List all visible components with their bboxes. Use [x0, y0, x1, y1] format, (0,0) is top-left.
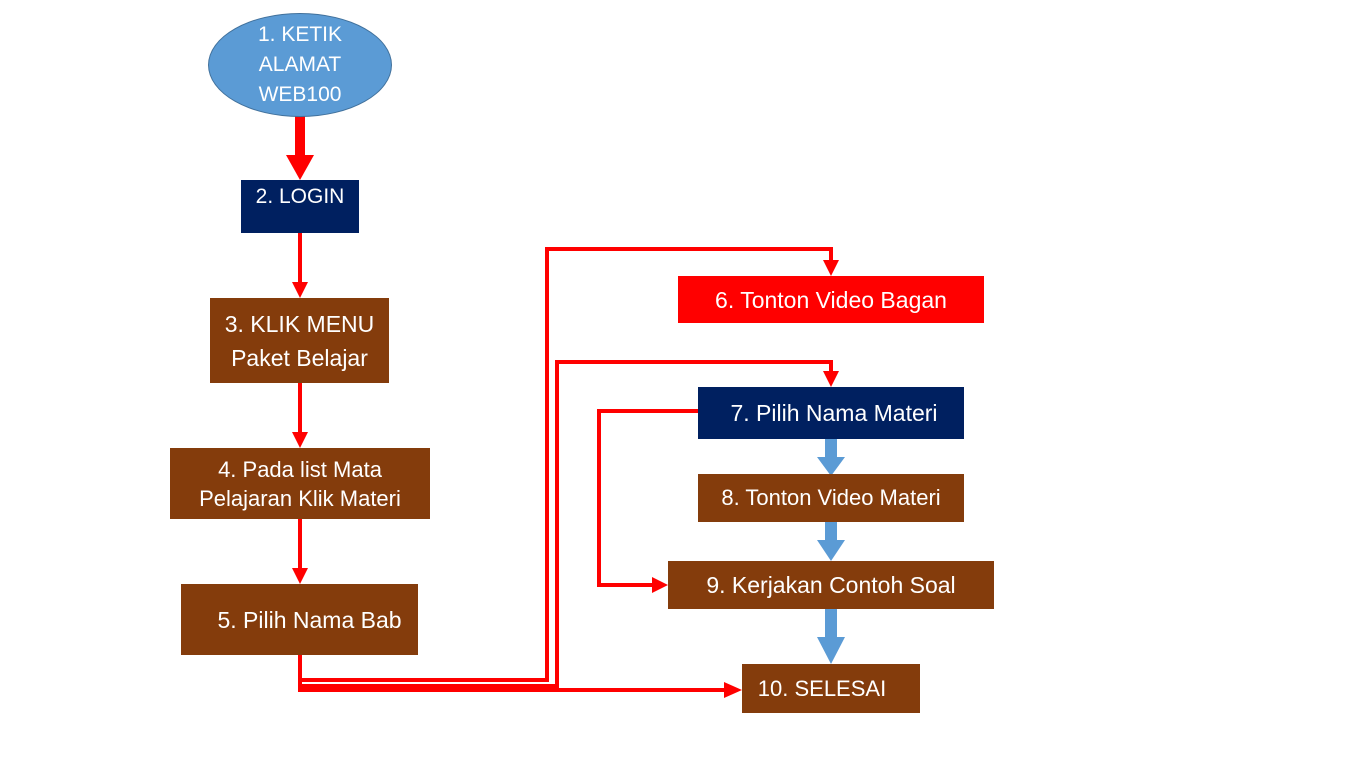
arrow-4-to-5 [292, 519, 308, 584]
arrow-5-to-7 [298, 360, 839, 688]
arrow-1-to-2 [286, 116, 314, 180]
arrow-7-to-8 [817, 439, 845, 476]
step-7-box: 7. Pilih Nama Materi [698, 387, 964, 439]
arrow-5-to-10 [298, 655, 742, 698]
arrow-2-to-3 [292, 233, 308, 298]
step-2-box: 2. LOGIN [241, 180, 359, 233]
step-9-box: 9. Kerjakan Contoh Soal [668, 561, 994, 609]
arrow-7-to-9 [597, 409, 698, 593]
arrow-3-to-4 [292, 383, 308, 448]
step-1-oval: 1. KETIK ALAMAT WEB100 [208, 13, 392, 117]
step-10-box: 10. SELESAI [742, 664, 920, 713]
arrow-9-to-10 [817, 609, 845, 664]
step-3-box: 3. KLIK MENU Paket Belajar [210, 298, 389, 383]
step-8-box: 8. Tonton Video Materi [698, 474, 964, 522]
step-5-box: 5. Pilih Nama Bab [181, 584, 418, 655]
arrow-8-to-9 [817, 522, 845, 561]
step-6-box: 6. Tonton Video Bagan [678, 276, 984, 323]
step-4-box: 4. Pada list Mata Pelajaran Klik Materi [170, 448, 430, 519]
